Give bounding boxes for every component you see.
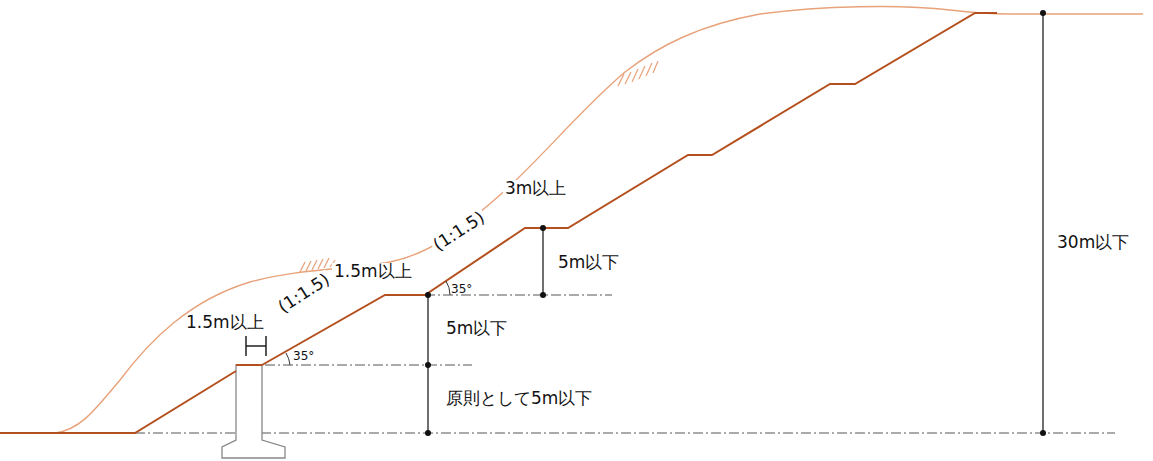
wall-top xyxy=(236,364,262,366)
height-limit: 原則として5m以下 xyxy=(446,390,592,407)
dimension-dot xyxy=(425,10,1046,436)
slope-angle: 35° xyxy=(451,283,472,295)
berm-width: 1.5m以上 xyxy=(186,314,264,331)
ground-hatching xyxy=(300,61,658,272)
cut-slope xyxy=(0,13,997,433)
natural-ground xyxy=(0,7,1143,433)
total-height: 30m以下 xyxy=(1057,234,1129,251)
berm-width: 1.5m以上 xyxy=(332,263,414,280)
slope-angle: 35° xyxy=(293,350,314,362)
berm-width: 3m以上 xyxy=(503,180,568,197)
berm-dimension xyxy=(246,336,266,356)
retaining-wall xyxy=(222,365,285,458)
slope-gradient: (1:1.5) xyxy=(429,208,489,255)
height-limit: 5m以下 xyxy=(558,254,619,271)
height-limit: 5m以下 xyxy=(446,320,507,337)
slope-gradient: (1:1.5) xyxy=(274,270,334,317)
height-dimension xyxy=(428,13,1043,433)
